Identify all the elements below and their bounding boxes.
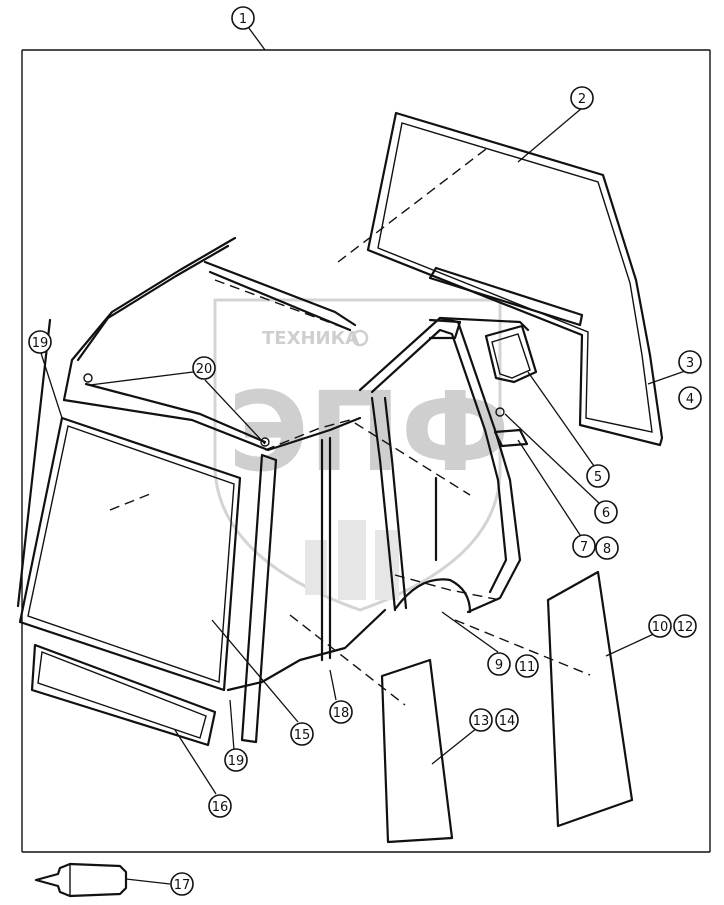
- callout-17: 17: [170, 872, 194, 896]
- callout-11-label: 11: [519, 660, 536, 675]
- door-frame: [358, 316, 530, 614]
- callout-17-label: 17: [174, 878, 191, 893]
- watermark-shield: [213, 298, 502, 612]
- callout-12: 12: [673, 614, 697, 638]
- callout-9-label: 9: [495, 658, 503, 673]
- callout-2-label: 2: [578, 92, 586, 107]
- callout-14: 14: [495, 708, 519, 732]
- outer-frame: [21, 49, 711, 853]
- left-front-pillar: [240, 453, 278, 744]
- callout-6: 6: [594, 500, 618, 524]
- callout-3: 3: [678, 350, 702, 374]
- leader-lines: [39, 19, 689, 885]
- callout-19-bottom: 19: [224, 748, 248, 772]
- callout-16: 16: [208, 794, 232, 818]
- interior-posts: [320, 436, 438, 662]
- watermark-brand-top: ТЕХНИКА: [262, 328, 359, 349]
- callout-15: 15: [290, 722, 314, 746]
- callout-18-label: 18: [333, 706, 350, 721]
- door-vent-window: [484, 324, 538, 448]
- callout-13: 13: [469, 708, 493, 732]
- callout-11: 11: [515, 654, 539, 678]
- front-windshield: [16, 318, 242, 692]
- callout-1-label: 1: [239, 12, 247, 27]
- callout-16-label: 16: [212, 800, 229, 815]
- callouts: 1 2 3 4 5 6 7 8: [28, 6, 702, 896]
- callout-4: 4: [678, 386, 702, 410]
- lower-front-glass: [30, 643, 217, 747]
- callout-6-label: 6: [602, 506, 610, 521]
- callout-18: 18: [329, 700, 353, 724]
- cab-roof: [62, 236, 471, 496]
- watermark-building-icon: [305, 520, 399, 600]
- callout-13-label: 13: [473, 714, 490, 729]
- callout-7-label: 7: [580, 540, 588, 555]
- callout-5-label: 5: [594, 470, 602, 485]
- callout-15-label: 15: [294, 728, 311, 743]
- callout-19-bottom-label: 19: [228, 754, 245, 769]
- callout-12-label: 12: [677, 620, 694, 635]
- callout-10: 10: [648, 614, 672, 638]
- callout-20: 20: [192, 356, 216, 380]
- callout-7: 7: [572, 534, 596, 558]
- callout-19-top-label: 19: [32, 336, 49, 351]
- callout-8: 8: [595, 536, 619, 560]
- gear-icon: [351, 329, 369, 347]
- sealant-tube: [34, 862, 128, 898]
- callout-1: 1: [231, 6, 255, 30]
- callout-8-label: 8: [603, 542, 611, 557]
- callout-19-top: 19: [28, 330, 52, 354]
- callout-2: 2: [570, 86, 594, 110]
- callout-3-label: 3: [686, 356, 694, 371]
- callout-5: 5: [586, 464, 610, 488]
- callout-10-label: 10: [652, 620, 669, 635]
- rear-seal-strip: [428, 266, 584, 327]
- callout-4-label: 4: [686, 392, 694, 407]
- callout-9: 9: [487, 652, 511, 676]
- callout-20-label: 20: [196, 362, 213, 377]
- cab-lower-outline: [226, 608, 591, 706]
- side-glass-rear: [546, 570, 634, 828]
- callout-14-label: 14: [499, 714, 516, 729]
- side-glass-lower: [380, 658, 454, 844]
